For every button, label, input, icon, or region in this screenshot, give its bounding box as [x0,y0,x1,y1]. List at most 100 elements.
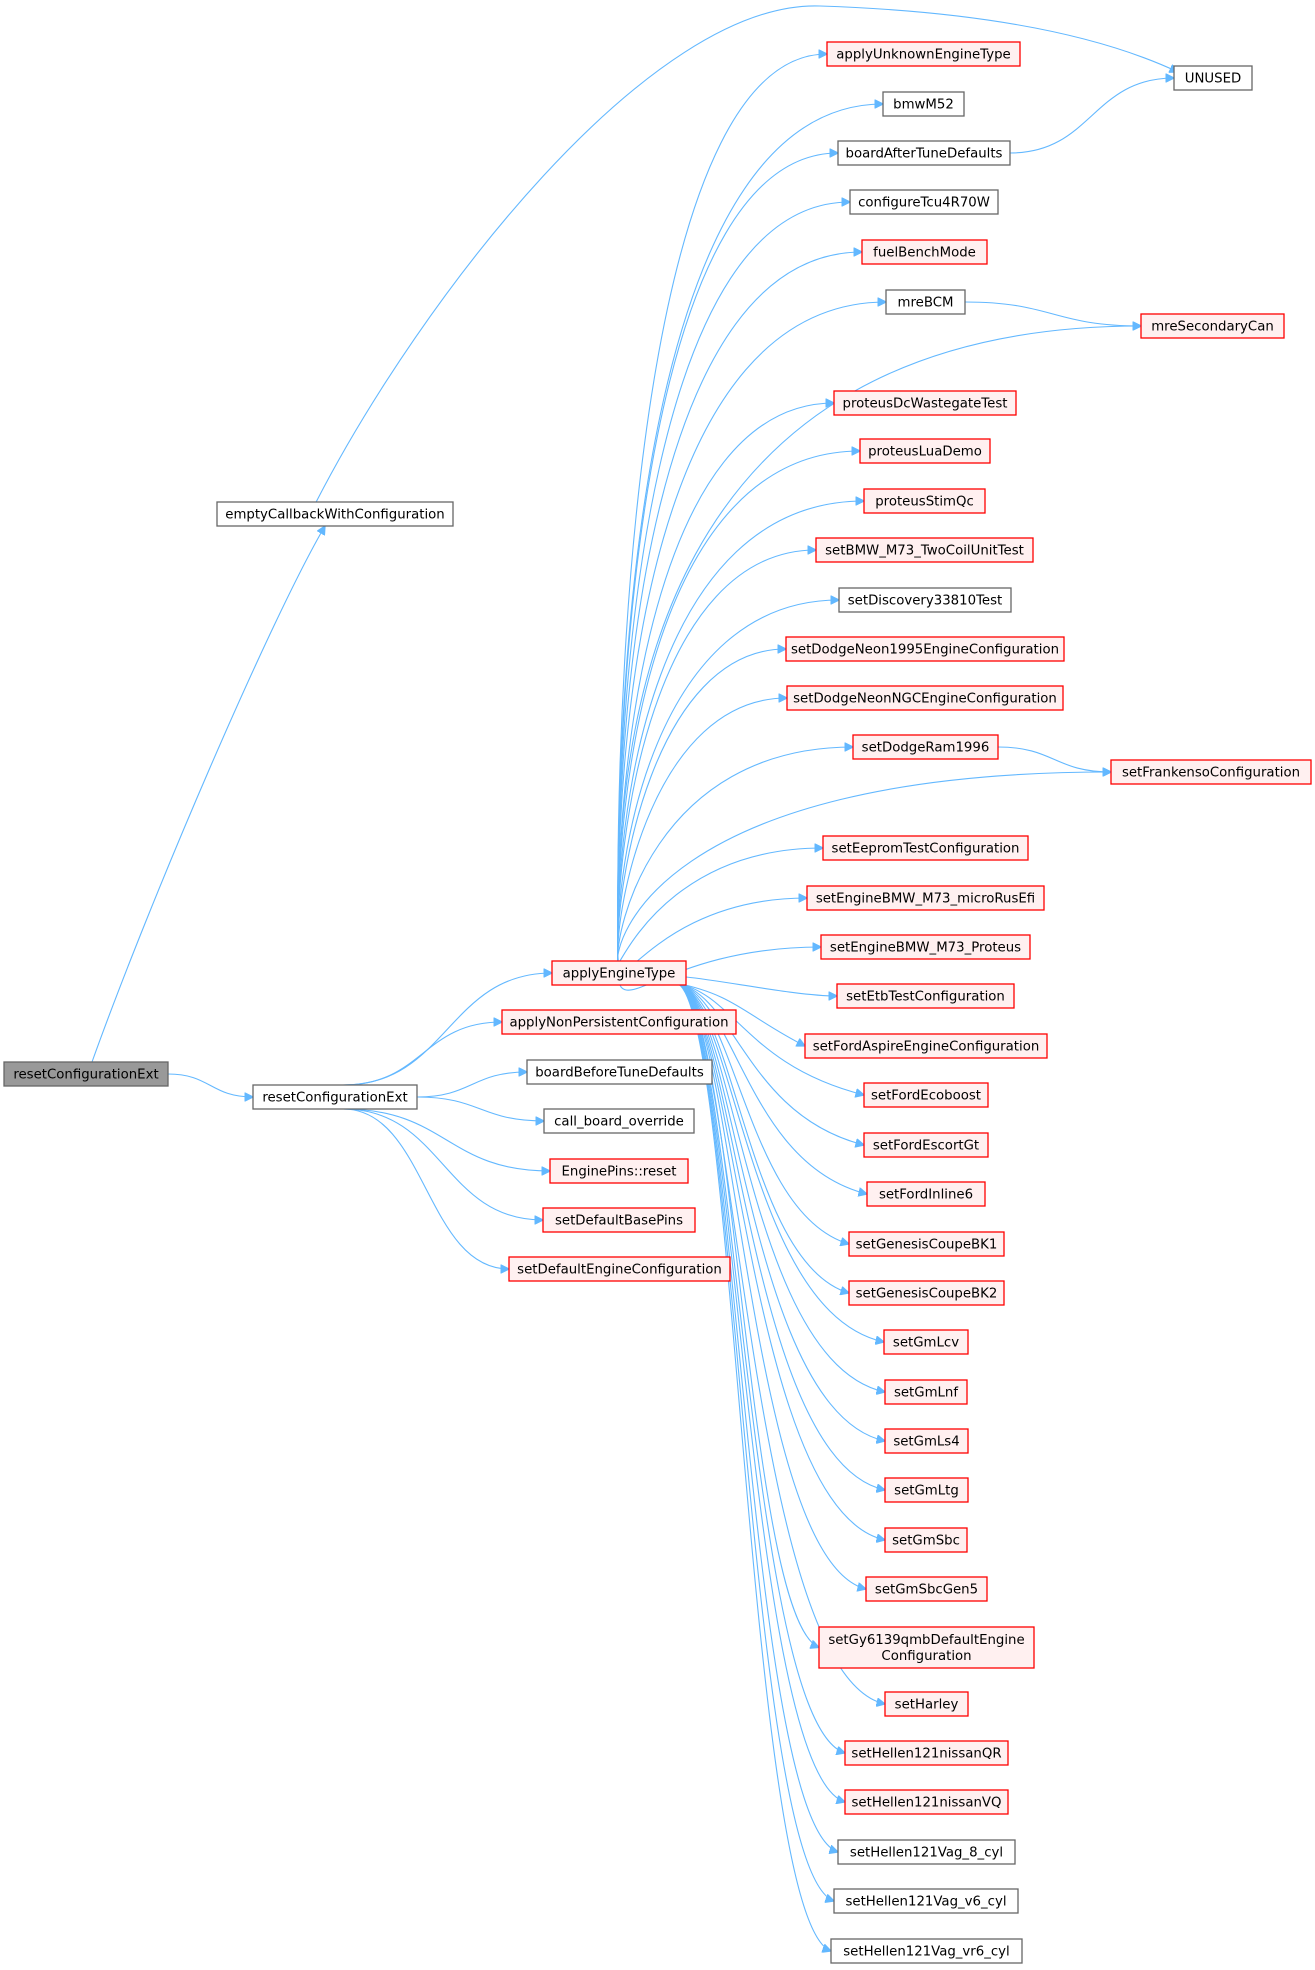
node-set-gm-sbc[interactable]: setGmSbc [884,1527,968,1553]
node-label: applyEngineType [563,967,676,982]
node-box [863,488,986,514]
node-label: resetConfigurationExt [262,1091,407,1106]
node-apply-engine-type[interactable]: applyEngineType [551,960,687,986]
node-box [1110,759,1312,785]
node-set-dodge-ram1996[interactable]: setDodgeRam1996 [852,734,999,760]
edge-apply-engine-type-to-set-bmw-m73-two-coil-unit-test [617,550,816,962]
node-proteus-lua-demo[interactable]: proteusLuaDemo [859,438,991,464]
node-set-hellen121-vag-8-cyl[interactable]: setHellen121Vag_8_cyl [837,1839,1016,1865]
edge-apply-engine-type-to-set-ford-ecoboost [675,982,864,1095]
node-empty-callback-with-configuration[interactable]: emptyCallbackWithConfiguration [216,501,454,527]
node-label: call_board_override [554,1115,684,1130]
node-label: setGenesisCoupeBK1 [856,1238,998,1253]
node-set-bmw-m73-two-coil-unit-test[interactable]: setBMW_M73_TwoCoilUnitTest [815,537,1034,563]
node-box [3,1061,169,1087]
node-set-hellen121-vag-v6-cyl[interactable]: setHellen121Vag_v6_cyl [833,1888,1019,1914]
node-set-gm-lnf[interactable]: setGmLnf [884,1379,968,1405]
edge-apply-engine-type-to-set-gm-lcv [675,982,884,1342]
node-label: setEepromTestConfiguration [832,842,1020,857]
node-set-hellen121nissan-qr[interactable]: setHellen121nissanQR [844,1740,1009,1766]
node-mre-secondary-can[interactable]: mreSecondaryCan [1140,313,1285,339]
node-proteus-stim-qc[interactable]: proteusStimQc [863,488,986,514]
edge-reset-configuration-ext-b-to-set-default-base-pins [343,1108,543,1220]
node-box [861,239,988,265]
node-label: setDodgeNeonNGCEngineConfiguration [793,692,1057,707]
node-set-default-engine-configuration[interactable]: setDefaultEngineConfiguration [508,1256,731,1282]
node-mre-bcm[interactable]: mreBCM [885,289,966,315]
node-set-default-base-pins[interactable]: setDefaultBasePins [542,1207,696,1233]
node-label: setGmSbc [892,1534,960,1549]
node-box [849,189,999,215]
node-set-engine-bmw-m73-micro-rus-efi[interactable]: setEngineBMW_M73_microRusEfi [806,885,1045,911]
edge-apply-engine-type-to-set-dodge-neon-ngcengine-configuration [617,698,787,962]
node-bmw-m52[interactable]: bmwM52 [882,91,965,117]
node-set-gm-ls4[interactable]: setGmLs4 [884,1428,969,1454]
node-reset-configuration-ext[interactable]: resetConfigurationExt [3,1061,169,1087]
node-box [833,390,1017,416]
edge-apply-engine-type-to-set-dodge-ram1996 [617,747,853,962]
node-box [549,1158,689,1184]
node-set-engine-bmw-m73-proteus[interactable]: setEngineBMW_M73_Proteus [820,934,1031,960]
node-set-frankenso-configuration[interactable]: setFrankensoConfiguration [1110,759,1312,785]
node-box [883,1329,969,1355]
node-reset-configuration-ext-b[interactable]: resetConfigurationExt [252,1084,418,1110]
node-board-after-tune-defaults[interactable]: boardAfterTuneDefaults [837,140,1011,166]
node-box [884,1379,968,1405]
node-set-discovery33810-test[interactable]: setDiscovery33810Test [838,587,1012,613]
node-set-harley[interactable]: setHarley [884,1691,969,1717]
node-box [884,1477,969,1503]
node-fuel-bench-mode[interactable]: fuelBenchMode [861,239,988,265]
node-call-board-override[interactable]: call_board_override [543,1108,695,1134]
node-label: setDiscovery33810Test [848,594,1003,609]
node-set-gm-ltg[interactable]: setGmLtg [884,1477,969,1503]
node-unused[interactable]: UNUSED [1173,65,1253,91]
node-label: setFordInline6 [879,1188,973,1203]
node-box [859,438,991,464]
node-set-dodge-neon1995-engine-configuration[interactable]: setDodgeNeon1995EngineConfiguration [785,636,1065,662]
node-label: setBMW_M73_TwoCoilUnitTest [825,544,1024,559]
node-box [826,41,1021,67]
node-set-gm-lcv[interactable]: setGmLcv [883,1329,969,1355]
node-set-ford-inline6[interactable]: setFordInline6 [866,1181,986,1207]
node-set-dodge-neon-ngcengine-configuration[interactable]: setDodgeNeonNGCEngineConfiguration [786,685,1064,711]
node-label: setDefaultEngineConfiguration [517,1263,722,1278]
node-box [844,1789,1009,1815]
node-engine-pins-reset[interactable]: EnginePins::reset [549,1158,689,1184]
node-label: setEngineBMW_M73_Proteus [830,941,1021,956]
node-box [836,983,1015,1009]
node-proteus-dc-wastegate-test[interactable]: proteusDcWastegateTest [833,390,1017,416]
edge-empty-callback-with-configuration-to-unused [315,5,1178,503]
node-label: setHellen121Vag_vr6_cyl [843,1945,1010,1960]
node-apply-non-persistent-configuration[interactable]: applyNonPersistentConfiguration [501,1009,737,1035]
node-label: setHellen121Vag_v6_cyl [845,1895,1006,1910]
node-set-hellen121nissan-vq[interactable]: setHellen121nissanVQ [844,1789,1009,1815]
node-apply-unknown-engine-type[interactable]: applyUnknownEngineType [826,41,1021,67]
node-box [815,537,1034,563]
node-box [838,587,1012,613]
node-board-before-tune-defaults[interactable]: boardBeforeTuneDefaults [526,1059,713,1085]
edge-reset-configuration-ext-b-to-engine-pins-reset [343,1108,550,1171]
edge-reset-configuration-ext-to-reset-configuration-ext-b [167,1073,253,1097]
node-label: setHarley [895,1698,959,1713]
edge-apply-engine-type-to-apply-unknown-engine-type [617,54,827,962]
node-label: setDodgeRam1996 [862,741,990,756]
node-set-ford-aspire-engine-configuration[interactable]: setFordAspireEngineConfiguration [804,1033,1048,1059]
node-label: EnginePins::reset [562,1165,677,1180]
node-set-ford-escort-gt[interactable]: setFordEscortGt [863,1132,989,1158]
node-label: setHellen121Vag_8_cyl [850,1846,1003,1861]
node-configure-tcu4-r70-w[interactable]: configureTcu4R70W [849,189,999,215]
node-label: setDefaultBasePins [555,1214,683,1229]
edge-apply-engine-type-to-set-genesis-coupe-bk1 [675,982,849,1244]
node-set-eeprom-test-configuration[interactable]: setEepromTestConfiguration [822,835,1029,861]
node-set-genesis-coupe-bk2[interactable]: setGenesisCoupeBK2 [848,1280,1005,1306]
node-set-genesis-coupe-bk1[interactable]: setGenesisCoupeBK1 [848,1231,1005,1257]
node-label: setEngineBMW_M73_microRusEfi [816,892,1035,907]
node-set-gm-sbc-gen5[interactable]: setGmSbcGen5 [865,1576,988,1602]
edge-apply-engine-type-to-set-frankenso-configuration [617,772,1111,962]
node-set-hellen121-vag-vr6-cyl[interactable]: setHellen121Vag_vr6_cyl [830,1938,1023,1964]
node-set-ford-ecoboost[interactable]: setFordEcoboost [863,1082,989,1108]
node-box [216,501,454,527]
node-box [818,1626,1035,1669]
node-set-etb-test-configuration[interactable]: setEtbTestConfiguration [836,983,1015,1009]
